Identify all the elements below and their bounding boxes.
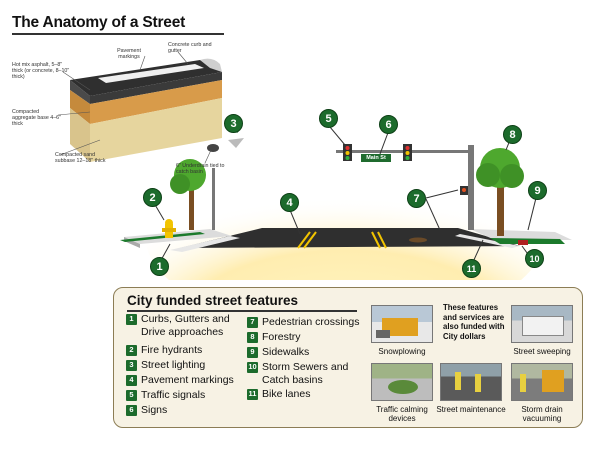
feature-number: 6	[126, 405, 137, 416]
feature-item: 1 Curbs, Gutters and Drive approaches	[126, 313, 241, 338]
badge-1: 1	[150, 257, 169, 276]
badge-2: 2	[143, 188, 162, 207]
feature-label: Forestry	[262, 331, 301, 343]
badge-9: 9	[528, 181, 547, 200]
feature-item: 8 Forestry	[247, 331, 365, 344]
feature-label: Bike lanes	[262, 388, 311, 400]
callout-curb: Concrete curb and gutter	[168, 42, 212, 54]
feature-number: 3	[126, 360, 137, 371]
left-light-pole	[212, 168, 215, 230]
feature-number: 11	[247, 389, 258, 400]
feature-number: 2	[126, 345, 137, 356]
caption-street-maintenance: Street maintenance	[436, 405, 506, 414]
photo-storm-drain-vacuuming	[511, 363, 573, 401]
callout-lines	[57, 51, 212, 164]
feature-number: 8	[247, 332, 258, 343]
photo-street-maintenance	[440, 363, 502, 401]
feature-item: 11 Bike lanes	[247, 388, 365, 401]
feature-item: 7 Pedestrian crossings	[247, 316, 365, 329]
right-sidewalk	[470, 229, 572, 240]
feature-number: 1	[126, 314, 137, 325]
feature-item: 3 Street lighting	[126, 359, 241, 372]
caption-street-sweeping: Street sweeping	[513, 347, 571, 356]
pavement-cross-section	[70, 58, 222, 162]
feature-label: Storm Sewers and Catch basins	[262, 361, 349, 386]
badge-10: 10	[525, 249, 544, 268]
photo-street-sweeping	[511, 305, 573, 343]
badge-11: 11	[462, 259, 481, 278]
funded-note: These features and services are also fun…	[443, 303, 505, 341]
feature-label: Pedestrian crossings	[262, 316, 360, 328]
caption-traffic-calming: Traffic calming devices	[376, 405, 428, 423]
feature-item: 9 Sidewalks	[247, 346, 365, 359]
road-surface	[180, 228, 520, 248]
badge-7: 7	[407, 189, 426, 208]
features-panel: City funded street features	[113, 287, 583, 428]
feature-label: Sidewalks	[262, 346, 310, 358]
badge-6: 6	[379, 115, 398, 134]
left-tree	[170, 159, 206, 230]
badge-4: 4	[280, 193, 299, 212]
feature-label: Curbs, Gutters and Drive approaches	[141, 313, 230, 338]
feature-number: 9	[247, 347, 258, 358]
callout-asphalt: Hot mix asphalt, 5–8" thick (or concrete…	[12, 62, 70, 80]
feature-label: Signs	[141, 404, 168, 416]
badge-8: 8	[503, 125, 522, 144]
feature-number: 4	[126, 375, 137, 386]
feature-number: 7	[247, 317, 258, 328]
feature-number: 10	[247, 362, 258, 373]
feature-label: Fire hydrants	[141, 344, 203, 356]
feature-item: 5 Traffic signals	[126, 389, 241, 402]
badge-5: 5	[319, 109, 338, 128]
page-title: The Anatomy of a Street	[12, 14, 186, 31]
feature-item: 6 Signs	[126, 404, 241, 417]
right-tree	[476, 148, 524, 236]
callout-subbase: Compacted sand subbase 12–18" thick	[55, 152, 106, 164]
photo-snowplowing	[371, 305, 433, 343]
caption-storm-drain-vacuuming: Storm drain vacuuming	[521, 405, 563, 423]
feature-item: 10 Storm Sewers and Catch basins	[247, 361, 365, 386]
callout-underdrain: 6" Underdrain tied to catch basin	[176, 163, 225, 175]
title-underline	[12, 33, 224, 35]
signal-mast	[336, 144, 474, 230]
callout-markings: Pavement markings	[117, 48, 141, 60]
feature-label: Traffic signals	[141, 389, 206, 401]
panel-title: City funded street features	[127, 293, 299, 308]
feature-label: Street lighting	[141, 359, 206, 371]
caption-snowplowing: Snowplowing	[378, 347, 426, 356]
feature-label: Pavement markings	[141, 374, 234, 386]
street-illustration	[57, 51, 572, 280]
callout-base: Compacted aggregate base 4–6" thick	[12, 109, 62, 127]
panel-title-underline	[127, 310, 357, 312]
street-sign: Main St	[366, 155, 386, 161]
photo-traffic-calming	[371, 363, 433, 401]
feature-item: 2 Fire hydrants	[126, 344, 241, 357]
fire-hydrant	[162, 219, 176, 238]
badge-3: 3	[224, 114, 243, 133]
feature-item: 4 Pavement markings	[126, 374, 241, 387]
feature-number: 5	[126, 390, 137, 401]
